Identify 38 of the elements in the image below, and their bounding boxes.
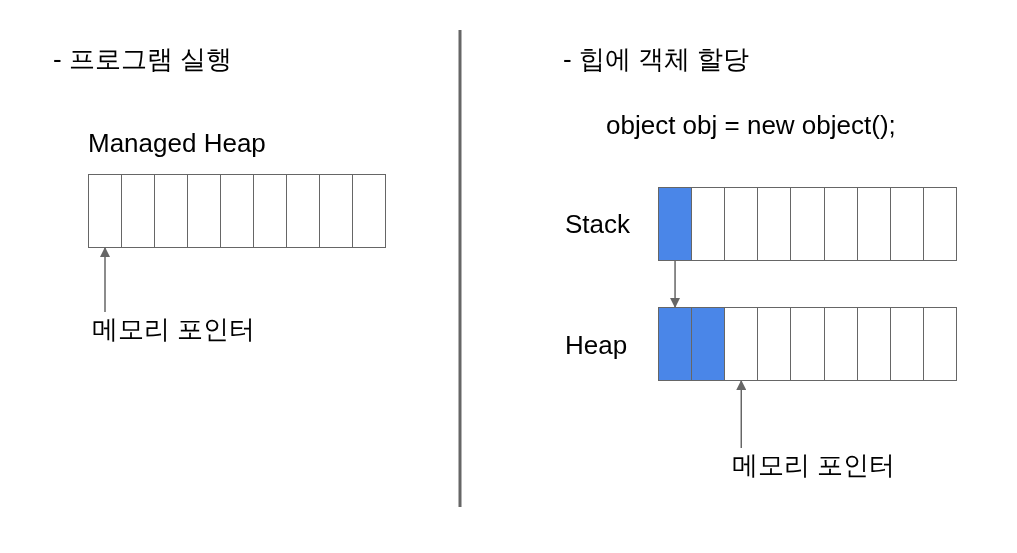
- memory-cell: [286, 174, 320, 248]
- memory-cell: [658, 307, 693, 381]
- memory-cell: [724, 187, 759, 261]
- pointer-label: 메모리 포인터: [92, 314, 256, 344]
- memory-cell: [922, 307, 957, 381]
- memory-cell: [724, 307, 759, 381]
- memory-cell: [889, 307, 924, 381]
- arrow: [100, 247, 110, 313]
- code-line: object obj = new object();: [606, 110, 896, 140]
- memory-cell: [154, 174, 188, 248]
- memory-cell: [352, 174, 386, 248]
- memory-cell: [856, 307, 891, 381]
- memory-cell: [889, 187, 924, 261]
- pointer-label: 메모리 포인터: [732, 450, 896, 480]
- memory-cell: [121, 174, 155, 248]
- memory-cell: [823, 307, 858, 381]
- arrow: [670, 260, 681, 308]
- memory-cell: [319, 174, 353, 248]
- memory-cell: [757, 307, 792, 381]
- memory-cell: [823, 187, 858, 261]
- row-label: Stack: [565, 209, 631, 239]
- row-label: Heap: [565, 330, 628, 360]
- section-heading: - 프로그램 실행: [53, 44, 233, 74]
- memory-cell: [187, 174, 221, 248]
- memory-cell: [691, 307, 726, 381]
- arrow: [736, 380, 747, 449]
- memory-cell: [757, 187, 792, 261]
- memory-cell: [922, 187, 957, 261]
- memory-cell: [790, 307, 825, 381]
- memory-cell: [658, 187, 693, 261]
- section-heading: - 힙에 객체 할당: [563, 44, 750, 74]
- memory-cell: [790, 187, 825, 261]
- memory-cell: [691, 187, 726, 261]
- memory-cell: [253, 174, 287, 248]
- heap-label: Managed Heap: [88, 128, 266, 158]
- memory-cell: [88, 174, 122, 248]
- memory-cell: [856, 187, 891, 261]
- memory-cell: [220, 174, 254, 248]
